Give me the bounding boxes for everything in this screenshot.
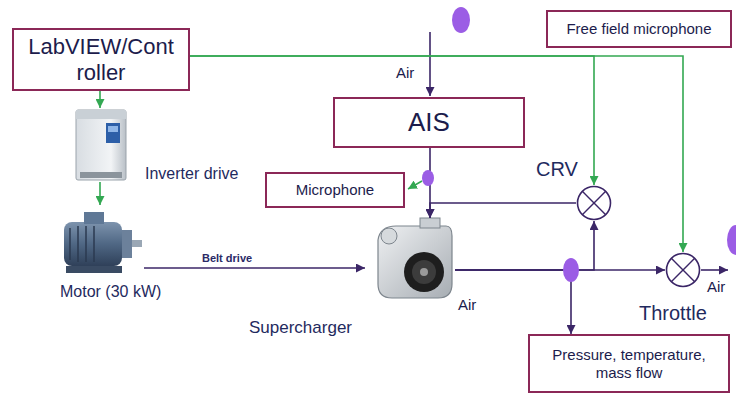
- cabinet-top: [76, 110, 126, 119]
- valve-cross: [671, 258, 694, 281]
- supercharger-pulley: [404, 252, 444, 292]
- cabinet-base: [80, 172, 122, 178]
- sensor-box: Pressure, temperature, mass flow: [528, 334, 730, 393]
- valve-outline: [576, 185, 612, 221]
- supercharger-outlet: [381, 228, 397, 244]
- supercharger-pulley-hub: [412, 260, 436, 284]
- sensor-dot: [727, 225, 736, 255]
- motor-picture: [64, 212, 142, 273]
- microphone-box: Free field microphone: [546, 10, 732, 48]
- supercharger-pulley-center: [420, 268, 428, 276]
- flow-line: [430, 203, 576, 218]
- signal-line: [190, 56, 594, 185]
- sensor-dot: [452, 7, 470, 33]
- sensor-dot: [422, 170, 434, 186]
- motor-terminal-box: [84, 212, 104, 224]
- valve-outline: [665, 252, 701, 288]
- motor-feet: [66, 266, 122, 273]
- controller-box: LabVIEW/Cont roller: [12, 28, 190, 91]
- inverter-drive: Inverter drive: [72, 108, 130, 182]
- motor-flange: [122, 230, 132, 258]
- flow-line: [455, 270, 571, 334]
- cabinet-display: [106, 123, 120, 143]
- valve-cross: [671, 258, 694, 281]
- signal-line: [190, 56, 683, 252]
- motor-fin: [77, 226, 79, 262]
- motor-fin: [69, 228, 71, 260]
- valve-symbol: CRV: [576, 185, 612, 221]
- supercharger-picture: [378, 218, 452, 298]
- box-label: AIS: [408, 108, 450, 138]
- microphone-box: Microphone: [265, 172, 405, 208]
- flow-line: [144, 267, 365, 269]
- motor: Motor (30 kW): [56, 205, 144, 277]
- flow-label: Air: [707, 278, 725, 295]
- supercharger: Supercharger: [365, 218, 455, 302]
- part-label: Throttle: [639, 302, 707, 325]
- valve-circle: [667, 254, 700, 287]
- part-label: CRV: [536, 158, 578, 181]
- edge-label: Belt drive: [200, 252, 254, 264]
- motor-body: [64, 222, 122, 266]
- motor-fin: [85, 226, 87, 262]
- box-label: Free field microphone: [566, 20, 711, 37]
- part-label: Motor (30 kW): [60, 283, 161, 301]
- inverter-drive-picture: [76, 110, 126, 180]
- valve-symbol: Throttle: [665, 252, 701, 288]
- supercharger-inlet: [420, 218, 440, 228]
- box-label: Pressure, temperature, mass flow: [535, 346, 723, 381]
- flow-label: Air: [396, 64, 414, 81]
- valve-circle: [578, 187, 611, 220]
- microphone-leader: [408, 181, 422, 189]
- silencer-box: AIS: [333, 97, 525, 148]
- flow-label: Air: [458, 296, 476, 313]
- air-inlet-arrow: [429, 32, 431, 96]
- signal-line: [99, 182, 101, 205]
- valve-cross: [582, 191, 605, 214]
- box-label: Microphone: [296, 181, 374, 198]
- air-outlet-arrow: [701, 269, 728, 271]
- motor-fin: [93, 226, 95, 262]
- part-label: Supercharger: [249, 318, 352, 338]
- sensor-dot: [563, 258, 579, 282]
- cabinet-screen: [108, 126, 118, 132]
- motor-shaft: [132, 240, 142, 247]
- valve-cross: [582, 191, 605, 214]
- signal-line: [99, 91, 101, 108]
- box-label: LabVIEW/Cont roller: [19, 34, 183, 85]
- part-label: Inverter drive: [145, 165, 238, 183]
- supercharger-housing: [378, 226, 452, 298]
- cabinet-body: [76, 110, 126, 180]
